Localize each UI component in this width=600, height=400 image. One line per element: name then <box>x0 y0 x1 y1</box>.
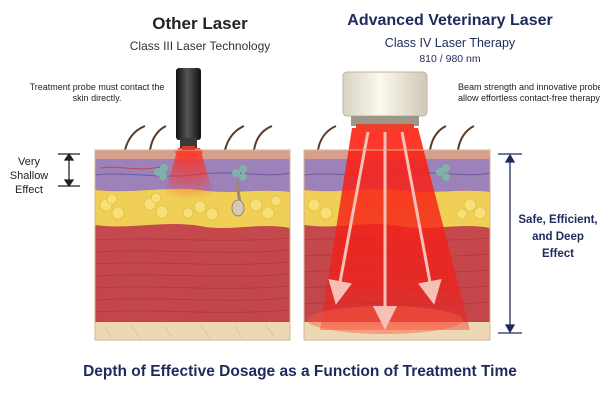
left-panel-subtitle: Class III Laser Technology <box>129 39 271 53</box>
shallow-effect-label: Very Shallow Effect <box>9 156 49 196</box>
right-panel-wavelength: 810 / 980 nm <box>419 53 481 65</box>
right-panel-subtitle: Class IV Laser Therapy <box>384 36 516 50</box>
left-skin-cross-section <box>94 125 291 341</box>
white-laser-probe-icon <box>342 71 428 129</box>
hair-follicle-icon <box>124 125 273 151</box>
left-panel-title: Other Laser <box>152 14 248 33</box>
gland-icon <box>154 164 247 217</box>
black-laser-probe-icon <box>176 68 201 150</box>
left-probe-note: Treatment probe must contact the skin di… <box>29 82 165 103</box>
shallow-depth-marker <box>58 152 80 188</box>
right-panel-title: Advanced Veterinary Laser <box>347 12 553 29</box>
deep-depth-marker <box>498 153 522 334</box>
right-probe-note: Beam strength and innovative probe allow… <box>458 82 600 103</box>
deep-effect-label: Safe, Efficient, and Deep Effect <box>518 214 598 260</box>
beam-arrows <box>328 131 442 330</box>
right-skin-cross-section <box>303 125 491 341</box>
footer-caption: Depth of Effective Dosage as a Function … <box>83 363 517 380</box>
